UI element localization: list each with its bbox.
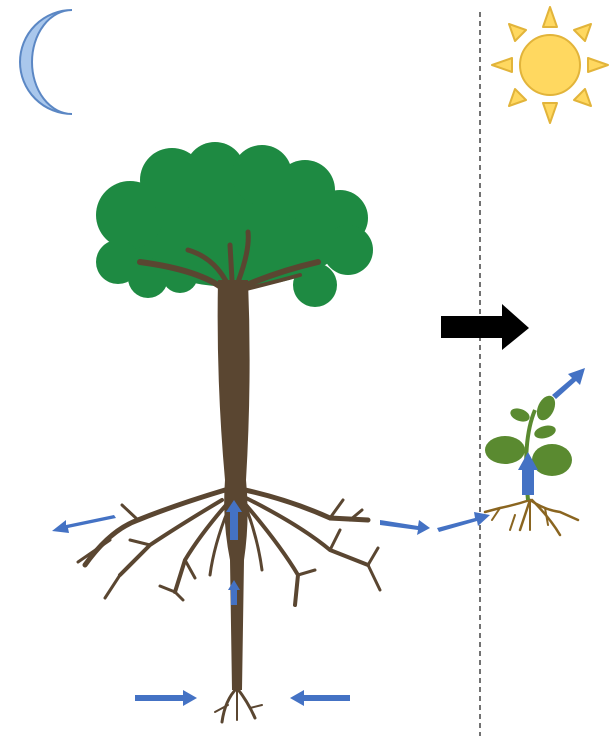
- flow-arrow-left-out: [52, 515, 116, 533]
- flow-arrow-leaf-out: [552, 368, 585, 399]
- transition-arrow: [441, 304, 529, 350]
- flow-arrow-right-1: [380, 520, 430, 535]
- flow-arrow-bottom-right: [135, 690, 197, 706]
- flow-arrow-bottom-left: [290, 690, 350, 706]
- tree-trunk: [218, 280, 250, 690]
- flow-arrows: [52, 368, 585, 706]
- moon-icon: [20, 10, 72, 114]
- sun-icon: [492, 7, 608, 123]
- flow-arrow-right-2: [437, 512, 490, 532]
